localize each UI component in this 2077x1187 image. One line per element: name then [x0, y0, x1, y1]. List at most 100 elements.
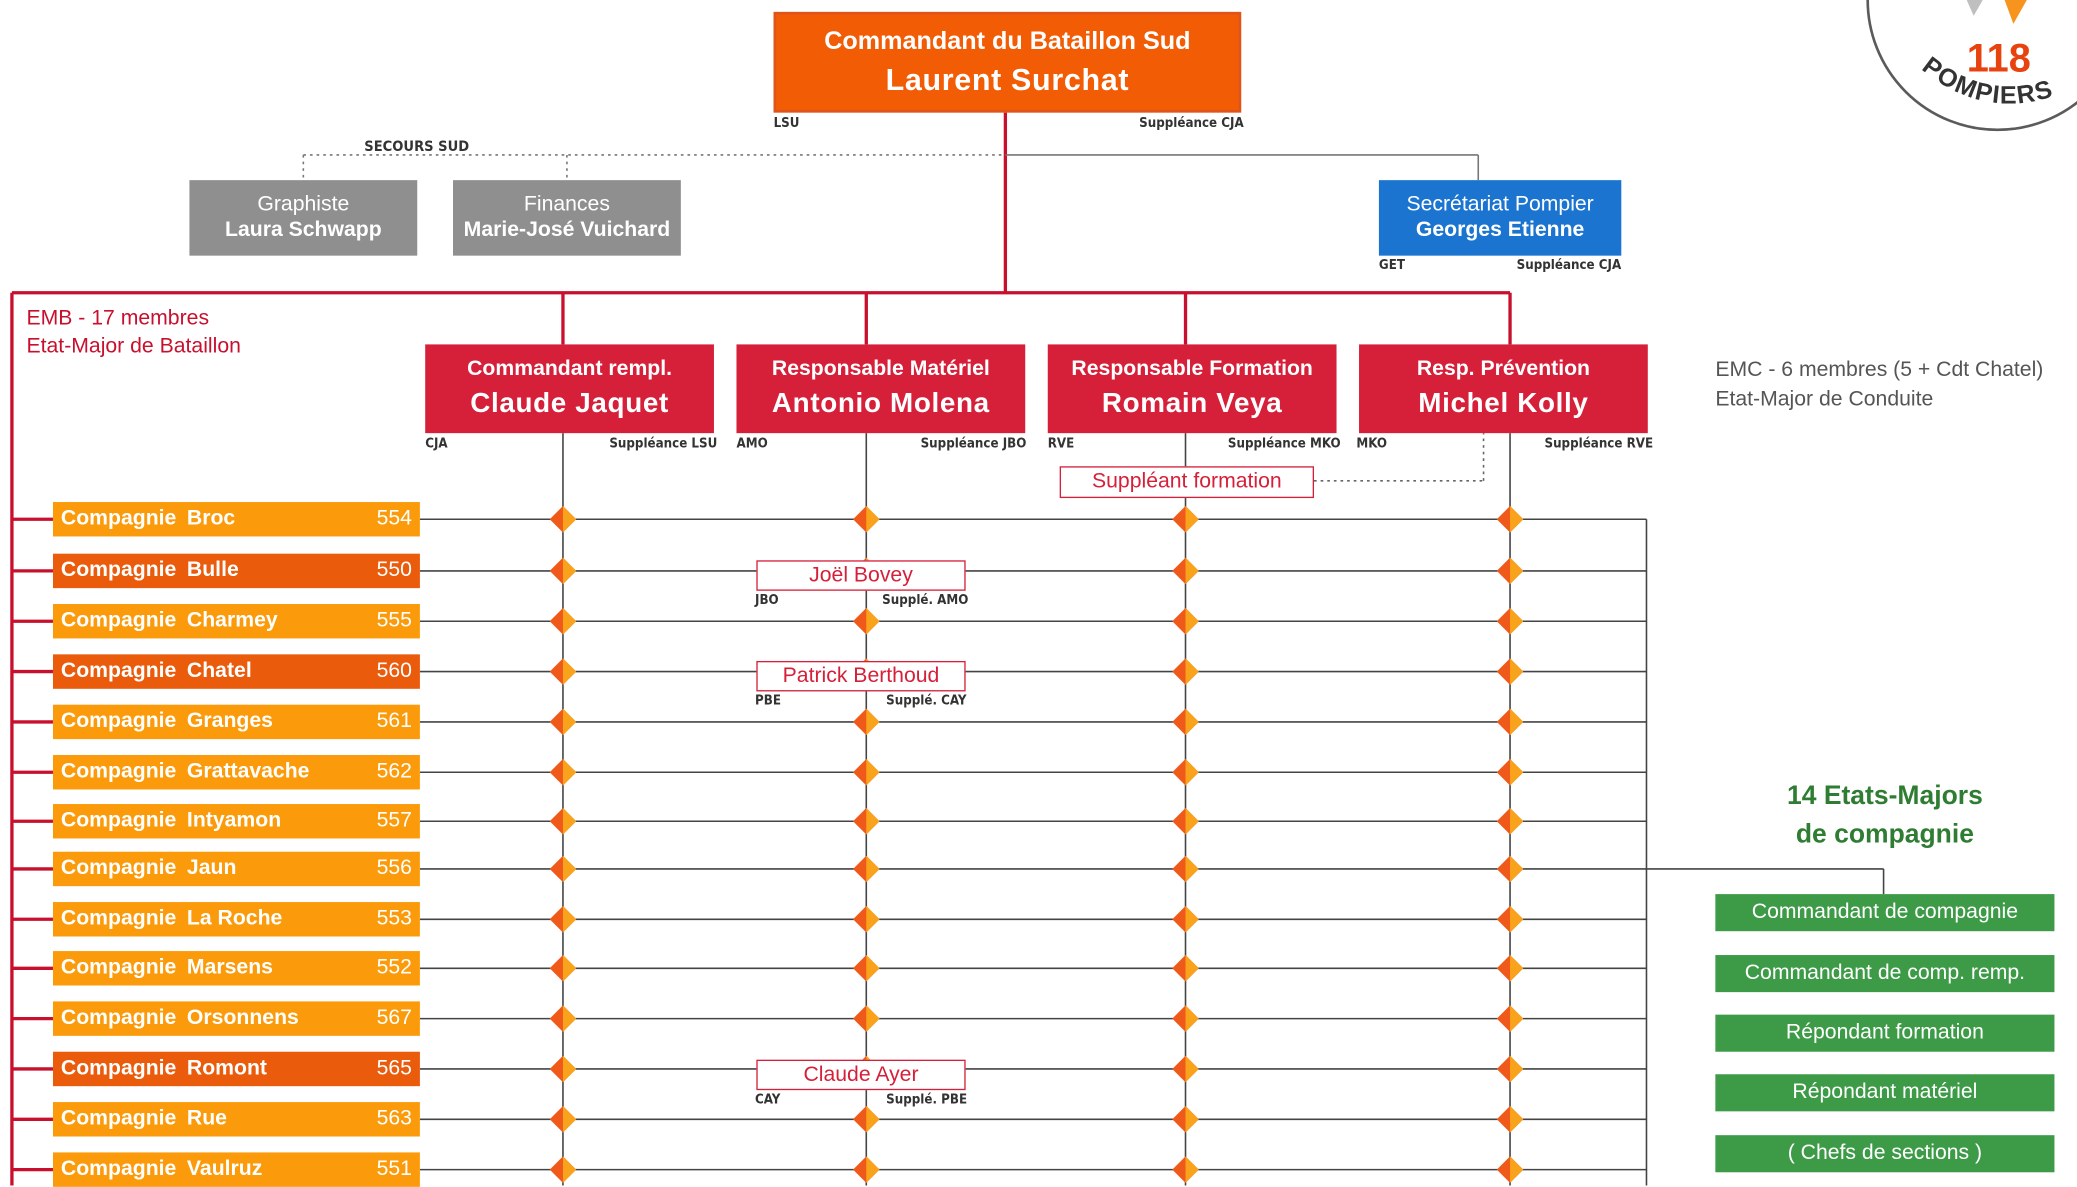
- etat-major-item: Commandant de compagnie: [1715, 894, 2055, 932]
- deputy-pill: Patrick Berthoud: [756, 660, 966, 692]
- emb-line1: EMB - 17 membres: [26, 307, 210, 330]
- company-town: Orsonnens: [186, 1006, 299, 1030]
- company-town: Vaulruz: [186, 1157, 263, 1181]
- company-number: 555: [376, 609, 412, 632]
- junction-diamond-highlight: [1185, 855, 1199, 883]
- etat-major-item: ( Chefs de sections ): [1715, 1135, 2055, 1173]
- company-town: Charmey: [186, 609, 278, 632]
- junction-diamond-highlight: [1510, 708, 1524, 736]
- emc-label: EMC - 6 membres (5 + Cdt Chatel) Etat-Ma…: [1715, 356, 2043, 413]
- company-word: Compagnie: [60, 907, 177, 930]
- finances-role: Finances: [523, 193, 610, 217]
- junction-diamond-highlight: [1185, 1005, 1199, 1032]
- company-town: Chatel: [186, 659, 252, 683]
- head-name: Michel Kolly: [1418, 388, 1589, 419]
- company-word: Compagnie: [60, 709, 177, 733]
- graphiste-box: Graphiste Laura Schwapp: [189, 180, 418, 256]
- logo-number: 118: [1967, 37, 2031, 81]
- etats-majors-title: 14 Etats-Majors de compagnie: [1722, 778, 2048, 855]
- company-word: Compagnie: [60, 1057, 177, 1080]
- etat-major-item: Répondant matériel: [1715, 1074, 2055, 1112]
- company-word: Compagnie: [60, 1006, 177, 1030]
- junction-diamond-highlight: [866, 808, 880, 835]
- junction-diamond-highlight: [1510, 955, 1524, 982]
- junction-diamond-highlight: [866, 758, 880, 786]
- head-supp: Suppléance MKO: [1227, 437, 1341, 452]
- junction-diamond-highlight: [1185, 658, 1199, 685]
- head-supp: Suppléance JBO: [920, 437, 1027, 452]
- deputy-pill: Claude Ayer: [756, 1059, 966, 1091]
- junction-diamond-highlight: [562, 906, 577, 933]
- company-name: Compagnie Orsonnens: [61, 1007, 309, 1031]
- company-town: La Roche: [186, 907, 283, 930]
- junction-diamond-highlight: [866, 1005, 880, 1032]
- graphiste-name: Laura Schwapp: [225, 217, 382, 241]
- junction-diamond-highlight: [562, 955, 577, 982]
- company-number: 561: [376, 709, 412, 733]
- junction-diamond-highlight: [562, 557, 577, 585]
- junction-diamond-highlight: [1510, 1106, 1524, 1133]
- company-name: Compagnie Romont: [61, 1057, 278, 1081]
- head-box-formation: Responsable Formation Romain Veya: [1047, 344, 1337, 434]
- junction-diamond-highlight: [1510, 808, 1524, 835]
- commander-box: Commandant du Bataillon Sud Laurent Surc…: [773, 11, 1242, 113]
- head-name: Antonio Molena: [771, 388, 990, 419]
- junction-diamond-highlight: [1510, 1005, 1524, 1032]
- company-name: Compagnie Vaulruz: [61, 1158, 273, 1182]
- company-number: 565: [376, 1057, 412, 1080]
- junction-diamond-highlight: [562, 505, 577, 533]
- junction-diamond-highlight: [1185, 708, 1199, 736]
- company-number: 560: [376, 659, 412, 683]
- head-role: Resp. Prévention: [1416, 357, 1590, 380]
- company-number: 553: [376, 907, 412, 930]
- company-town: Romont: [186, 1057, 267, 1080]
- junction-diamond-highlight: [1185, 557, 1199, 585]
- junction-diamond-highlight: [1185, 1106, 1199, 1133]
- company-number: 552: [376, 956, 412, 979]
- company-word: Compagnie: [60, 507, 177, 530]
- company-bar: Compagnie La Roche 553: [52, 902, 420, 937]
- junction-diamond-highlight: [1510, 1055, 1524, 1083]
- company-town: Bulle: [186, 558, 239, 582]
- company-name: Compagnie Granges: [61, 710, 284, 734]
- emb-line2: Etat-Major de Bataillon: [26, 334, 241, 358]
- company-number: 557: [376, 809, 412, 832]
- company-number: 550: [376, 558, 412, 582]
- company-word: Compagnie: [60, 1107, 177, 1130]
- junction-diamond-highlight: [1185, 955, 1199, 982]
- junction-diamond-highlight: [1510, 906, 1524, 933]
- secretariat-role: Secrétariat Pompier: [1406, 193, 1594, 217]
- secretariat-code: GET: [1378, 258, 1405, 273]
- company-town: Granges: [186, 709, 273, 733]
- deputy-code: JBO: [755, 593, 779, 608]
- head-box-prevention: Resp. Prévention Michel Kolly: [1359, 344, 1648, 434]
- graphiste-role: Graphiste: [257, 193, 350, 217]
- commander-name: Laurent Surchat: [885, 61, 1130, 97]
- suppleant-formation-pill: Suppléant formation: [1059, 466, 1315, 499]
- company-bar: Compagnie Granges 561: [52, 704, 420, 740]
- head-name: Claude Jaquet: [470, 388, 669, 419]
- company-bar: Compagnie Romont 565: [52, 1051, 420, 1087]
- company-number: 567: [376, 1006, 412, 1030]
- junction-diamond-highlight: [1185, 1156, 1199, 1183]
- commander-code: LSU: [773, 116, 800, 132]
- emc-line1: EMC - 6 membres (5 + Cdt Chatel): [1715, 358, 2044, 382]
- company-word: Compagnie: [60, 1157, 177, 1181]
- etat-major-item: Répondant formation: [1715, 1014, 2055, 1052]
- junction-diamond-highlight: [1185, 607, 1199, 635]
- deputy-supp: Supplé. PBE: [886, 1092, 968, 1108]
- head-code: RVE: [1047, 437, 1075, 452]
- commander-supp: Suppléance CJA: [1139, 116, 1244, 132]
